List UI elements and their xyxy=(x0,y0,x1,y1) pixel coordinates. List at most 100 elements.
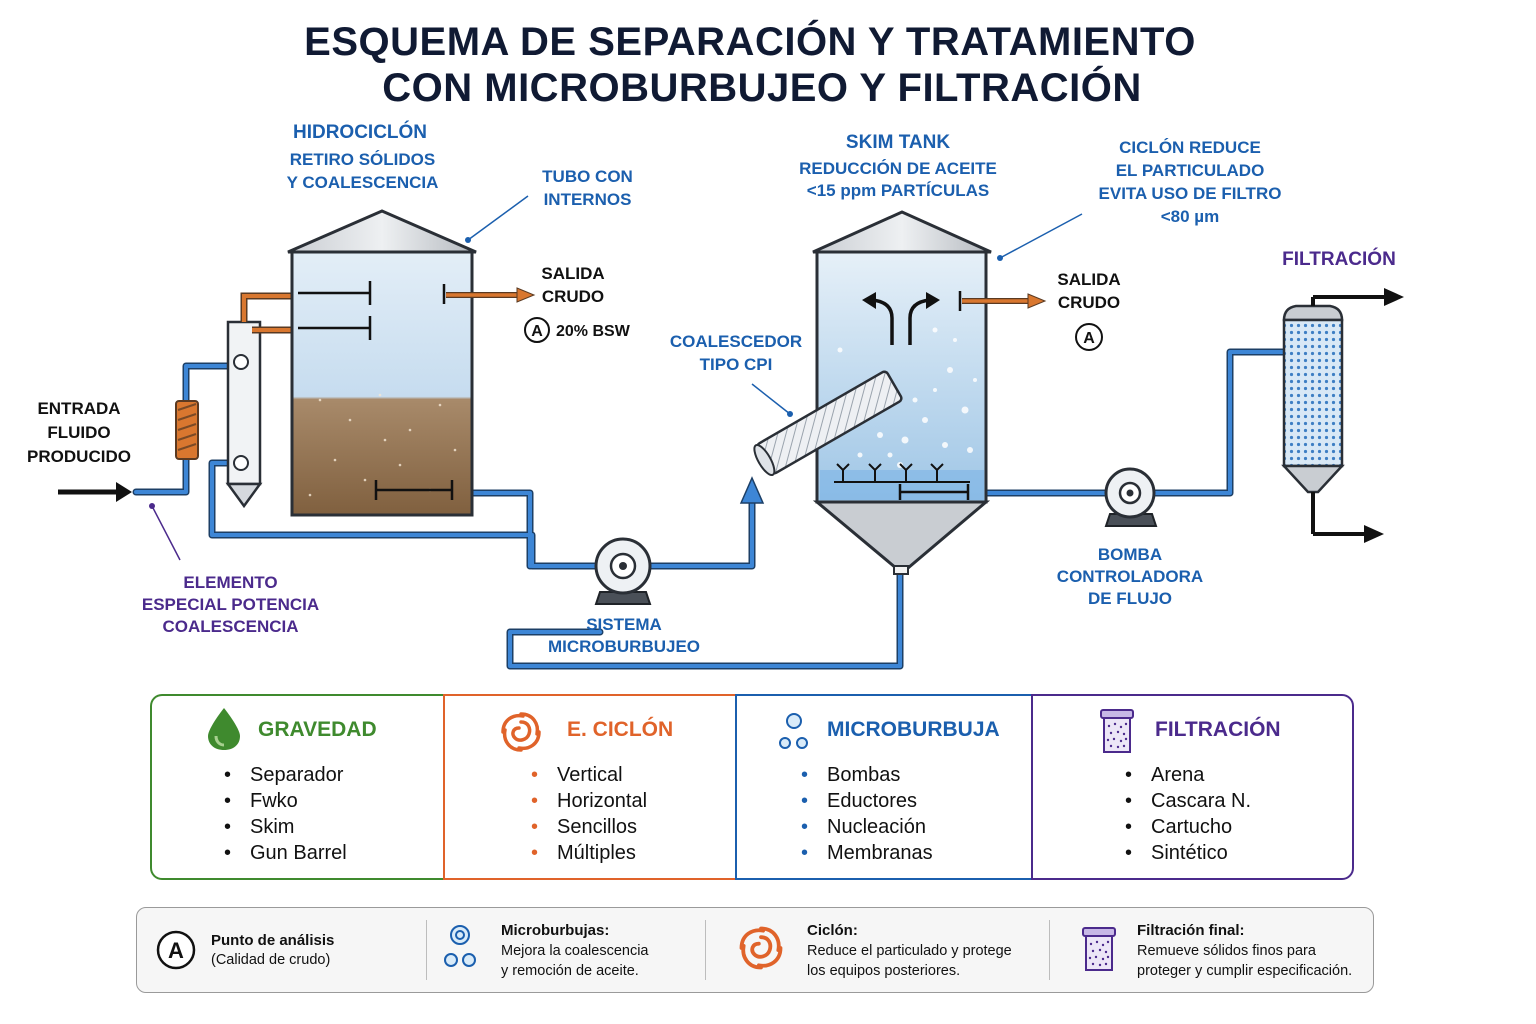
list-ciclon: Vertical Horizontal Sencillos Múltiples xyxy=(531,762,647,866)
label-tubo-2: INTERNOS xyxy=(543,190,632,209)
bubbles-icon xyxy=(779,713,808,749)
label-retiro-2: Y COALESCENCIA xyxy=(286,173,439,192)
card-filtracion: FILTRACIÓN Arena Cascara N. Cartucho Sin… xyxy=(1031,694,1354,880)
label-ciclon-3: EVITA USO DE FILTRO xyxy=(1098,184,1282,203)
filter-icon xyxy=(1100,709,1134,753)
label-ciclon-4: <80 µm xyxy=(1160,207,1220,226)
legend-text-filtration-2: proteger y cumplir especificación. xyxy=(1137,963,1353,979)
card-title-gravedad: GRAVEDAD xyxy=(258,718,377,741)
label-skim-1: REDUCCIÓN DE ACEITE xyxy=(799,159,997,178)
label-entrada-3: PRODUCIDO xyxy=(27,447,131,466)
list-item: Membranas xyxy=(801,840,933,866)
skim-tank xyxy=(812,210,992,575)
filter-vessel xyxy=(1281,288,1404,543)
label-bomba-2: CONTROLADORA xyxy=(1056,567,1204,586)
microbubble-pump xyxy=(594,537,652,605)
label-elemento-3: COALESCENCIA xyxy=(162,617,299,636)
list-item: Sintético xyxy=(1125,840,1251,866)
list-gravedad: Separador Fwko Skim Gun Barrel xyxy=(224,762,347,866)
inlet-arrow xyxy=(58,482,132,502)
list-item: Separador xyxy=(224,762,347,788)
legend-text-cyclone-1: Reduce el particulado y protege xyxy=(807,943,1012,959)
cpi-coalescer xyxy=(753,370,903,477)
process-diagram: A A xyxy=(58,195,1404,670)
legend-text-microbubbles-2: y remoción de aceite. xyxy=(501,963,639,979)
salida-crudo-1-pipe xyxy=(442,284,536,304)
swirl-icon xyxy=(739,926,783,970)
analysis-point-a-1: A xyxy=(531,323,543,340)
label-elemento-2: ESPECIAL POTENCIA xyxy=(141,595,320,614)
flow-control-pump xyxy=(1104,467,1158,527)
label-bomba-3: DE FLUJO xyxy=(1087,589,1173,608)
list-item: Vertical xyxy=(531,762,647,788)
ciclon-leader xyxy=(999,213,1083,259)
list-item: Bombas xyxy=(801,762,933,788)
title-line-2: CON MICROBURBUJEO Y FILTRACIÓN xyxy=(382,66,1142,110)
list-item: Arena xyxy=(1125,762,1251,788)
label-sistema-2: MICROBURBUJEO xyxy=(547,637,701,656)
arrow-up-icon xyxy=(739,476,765,504)
coalescence-element xyxy=(175,400,199,460)
drop-icon xyxy=(208,708,240,750)
list-filtracion: Arena Cascara N. Cartucho Sintético xyxy=(1125,762,1251,866)
list-item: Cartucho xyxy=(1125,814,1251,840)
salida-crudo-2-pipe xyxy=(958,291,1047,311)
analysis-point-icon: A xyxy=(524,317,550,343)
hydrocyclone-tank xyxy=(287,209,477,517)
analysis-point-icon: A xyxy=(1075,323,1103,351)
tubo-leader xyxy=(467,195,529,241)
label-ciclon-2: EL PARTICULADO xyxy=(1115,161,1265,180)
legend-cyclone: Ciclón: Reduce el particulado y protege … xyxy=(709,908,1049,992)
list-item: Eductores xyxy=(801,788,933,814)
label-crudo-2: CRUDO xyxy=(1057,293,1121,312)
legend-title-filtration: Filtración final: xyxy=(1137,922,1245,939)
label-sistema-1: SISTEMA xyxy=(586,615,662,634)
list-item: Nucleación xyxy=(801,814,933,840)
legend-text-cyclone-2: los equipos posteriores. xyxy=(807,963,961,979)
list-item: Cascara N. xyxy=(1125,788,1251,814)
legend-symbol-a: A xyxy=(168,938,184,963)
legend-microbubbles: Microburbujas: Mejora la coalescencia y … xyxy=(429,908,705,992)
label-filtracion: FILTRACIÓN xyxy=(1282,249,1396,270)
hydrocyclone-tube xyxy=(225,320,263,509)
legend-title-analysis: Punto de análisis xyxy=(211,932,335,949)
analysis-point-a-2: A xyxy=(1083,330,1095,347)
list-microburbuja: Bombas Eductores Nucleación Membranas xyxy=(801,762,933,866)
legend: A Punto de análisis (Calidad de crudo) M… xyxy=(136,907,1374,993)
legend-filtration: Filtración final: Remueve sólidos finos … xyxy=(1053,908,1371,992)
label-ciclon-1: CICLÓN REDUCE xyxy=(1119,138,1261,157)
legend-text-analysis: (Calidad de crudo) xyxy=(211,952,331,968)
list-item: Horizontal xyxy=(531,788,647,814)
label-bsw: 20% BSW xyxy=(556,323,630,340)
analysis-point-icon: A xyxy=(156,930,196,970)
label-skim-tank: SKIM TANK xyxy=(845,132,951,153)
swirl-icon xyxy=(501,712,541,752)
card-microburbuja: MICROBURBUJA Bombas Eductores Nucleación… xyxy=(735,694,1032,880)
list-item: Skim xyxy=(224,814,347,840)
legend-title-microbubbles: Microburbujas: xyxy=(501,922,610,939)
card-title-filtracion: FILTRACIÓN xyxy=(1155,718,1281,741)
label-entrada-1: ENTRADA xyxy=(37,399,121,418)
list-item: Gun Barrel xyxy=(224,840,347,866)
card-gravedad: GRAVEDAD Separador Fwko Skim Gun Barrel xyxy=(150,694,444,880)
legend-title-cyclone: Ciclón: xyxy=(807,922,858,939)
bubbles-icon xyxy=(444,925,476,967)
label-crudo-1: CRUDO xyxy=(541,287,605,306)
card-title-microburbuja: MICROBURBUJA xyxy=(827,718,1000,741)
title-line-1: ESQUEMA DE SEPARACIÓN Y TRATAMIENTO xyxy=(304,20,1196,64)
elemento-leader xyxy=(151,505,181,561)
list-item: Sencillos xyxy=(531,814,647,840)
coalescedor-leader xyxy=(751,383,791,415)
list-item: Múltiples xyxy=(531,840,647,866)
label-salida-1: SALIDA xyxy=(541,264,605,283)
legend-text-filtration-1: Remueve sólidos finos para xyxy=(1137,943,1316,959)
label-salida-2: SALIDA xyxy=(1057,270,1121,289)
card-title-ciclon: E. CICLÓN xyxy=(567,718,674,741)
label-bomba-1: BOMBA xyxy=(1097,545,1163,564)
card-ciclon: E. CICLÓN Vertical Horizontal Sencillos … xyxy=(443,694,736,880)
label-hidrociclon: HIDROCICLÓN xyxy=(292,122,428,143)
label-skim-2: <15 ppm PARTÍCULAS xyxy=(806,181,990,200)
label-retiro-1: RETIRO SÓLIDOS xyxy=(289,150,436,169)
label-entrada-2: FLUIDO xyxy=(47,423,111,442)
label-coalescedor-1: COALESCEDOR xyxy=(669,332,803,351)
